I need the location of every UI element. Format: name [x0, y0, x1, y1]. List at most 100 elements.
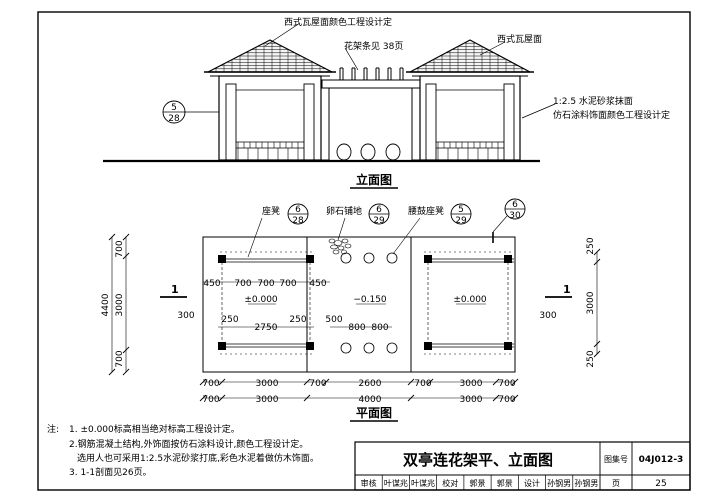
- ref-6-28: 6 28: [287, 203, 309, 226]
- elevation-view: 5 28 西式瓦屋面颜色工程设计定 花架条见 38页 西式瓦屋面 1:2.5 水…: [103, 16, 670, 189]
- annotation-mortar: 1:2.5 水泥砂浆抹面: [553, 95, 633, 107]
- svg-text:2750: 2750: [255, 323, 278, 333]
- trellis: [320, 67, 421, 161]
- note-line-3: 选用人也可采用1:2.5水泥砂浆打底,彩色水泥着做仿木饰面。: [77, 452, 319, 464]
- dim-300-right: 300: [539, 311, 556, 321]
- svg-text:700: 700: [257, 279, 274, 289]
- svg-text:5: 5: [458, 205, 464, 215]
- note-line-4: 3. 1-1剖面见26页。: [69, 466, 152, 478]
- pebble: [344, 243, 352, 249]
- column: [424, 255, 432, 263]
- svg-text:30: 30: [509, 211, 521, 221]
- svg-text:3000: 3000: [256, 379, 279, 389]
- svg-text:700: 700: [498, 395, 515, 405]
- drum-stool-plan: [340, 342, 352, 354]
- label-pebble: 卵石铺地: [326, 205, 362, 217]
- svg-text:3000: 3000: [460, 395, 483, 405]
- svg-text:800: 800: [348, 323, 365, 333]
- column: [218, 255, 226, 263]
- dim-700-bottom: 700: [115, 350, 125, 367]
- pebble: [333, 240, 343, 246]
- svg-text:700: 700: [202, 379, 219, 389]
- drum-stool-plan: [386, 252, 398, 264]
- title-block-cell: 叶谋兆: [384, 478, 408, 488]
- right-pavilion-plan: [410, 236, 516, 373]
- svg-text:250: 250: [586, 350, 596, 367]
- column: [504, 342, 512, 350]
- left-pavilion: [204, 39, 336, 161]
- svg-text:800: 800: [371, 323, 388, 333]
- svg-text:6: 6: [295, 205, 301, 215]
- svg-text:700: 700: [309, 379, 326, 389]
- detail-ref-5-28: 5 28: [162, 100, 186, 124]
- title-block-cell: 叶谋兆: [411, 478, 435, 488]
- drawing-title: 双亭连花架平、立面图: [403, 451, 553, 469]
- elevation-right: ±0.000: [453, 295, 487, 305]
- drum-stool: [360, 143, 376, 161]
- annotation-roof-right: 西式瓦屋面: [497, 33, 542, 45]
- ref-6-29: 6 29: [368, 203, 390, 226]
- svg-text:6: 6: [376, 205, 382, 215]
- drum-stool-plan: [386, 342, 398, 354]
- page-label: 页: [612, 479, 620, 488]
- dim-4400: 4400: [101, 293, 111, 316]
- ref-6-30: 6 30: [504, 198, 526, 221]
- section-mark-right: 1: [563, 283, 571, 296]
- annotation-coating: 仿石涂料饰面颜色工程设计定: [553, 109, 670, 121]
- pebble-paving: [328, 238, 352, 255]
- elevation-title: 立面图: [356, 172, 392, 187]
- pebble: [332, 249, 340, 255]
- svg-text:450: 450: [203, 279, 220, 289]
- section-mark-left: 1: [171, 283, 179, 296]
- svg-text:700: 700: [234, 279, 251, 289]
- pebble: [341, 249, 347, 255]
- column: [504, 255, 512, 263]
- column: [424, 342, 432, 350]
- svg-text:250: 250: [289, 315, 306, 325]
- svg-text:3000: 3000: [256, 395, 279, 405]
- title-block: 双亭连花架平、立面图 图集号 04J012-3 页 25 审核叶谋兆叶谋兆校对郭…: [354, 441, 691, 491]
- pebble: [330, 244, 338, 250]
- annotation-trellis-ref: 花架条见 38页: [344, 40, 403, 52]
- dim-700-top: 700: [115, 240, 125, 257]
- label-drum-stool: 腰鼓座凳: [408, 205, 444, 217]
- right-pavilion-body: [419, 75, 521, 161]
- elevation-left: ±0.000: [244, 295, 278, 305]
- plan-title: 平面图: [356, 406, 392, 420]
- left-pavilion-body: [218, 75, 322, 161]
- ref-5-29: 5 29: [450, 203, 472, 226]
- title-block-cell: 校对: [442, 478, 458, 488]
- svg-text:28: 28: [292, 216, 304, 226]
- atlas-number: 04J012-3: [639, 455, 684, 465]
- drum-stool: [385, 143, 401, 161]
- svg-text:3000: 3000: [460, 379, 483, 389]
- detail-ref-page: 28: [168, 114, 180, 124]
- annotation-roof-left: 西式瓦屋面颜色工程设计定: [284, 16, 392, 28]
- svg-text:700: 700: [414, 379, 431, 389]
- svg-text:3000: 3000: [586, 291, 596, 314]
- notes-label: 注:: [47, 423, 59, 435]
- notes: 注: 1. ±0.000标高相当绝对标高工程设计定。 2.钢筋混凝土结构,外饰面…: [47, 423, 319, 478]
- svg-text:250: 250: [221, 315, 238, 325]
- note-line-1: 1. ±0.000标高相当绝对标高工程设计定。: [69, 423, 240, 435]
- title-block-cell: 设计: [524, 478, 540, 488]
- drum-stool-plan: [363, 342, 375, 354]
- dim-300-left: 300: [177, 311, 194, 321]
- title-block-cell: 孙钢男: [547, 478, 571, 488]
- pebble: [337, 245, 345, 251]
- column: [218, 342, 226, 350]
- title-block-cell: 郭景: [497, 478, 513, 488]
- column: [306, 255, 314, 263]
- elevation-center: −0.150: [353, 295, 387, 305]
- svg-text:4000: 4000: [359, 395, 382, 405]
- title-block-cell: 孙钢男: [574, 478, 598, 488]
- drum-stool-plan: [340, 252, 352, 264]
- atlas-label: 图集号: [604, 454, 628, 464]
- page-number: 25: [655, 479, 666, 489]
- svg-text:450: 450: [309, 279, 326, 289]
- svg-text:6: 6: [512, 200, 518, 210]
- detail-ref-num: 5: [171, 103, 177, 113]
- svg-text:29: 29: [455, 216, 467, 226]
- dim-3000-left: 3000: [115, 293, 125, 316]
